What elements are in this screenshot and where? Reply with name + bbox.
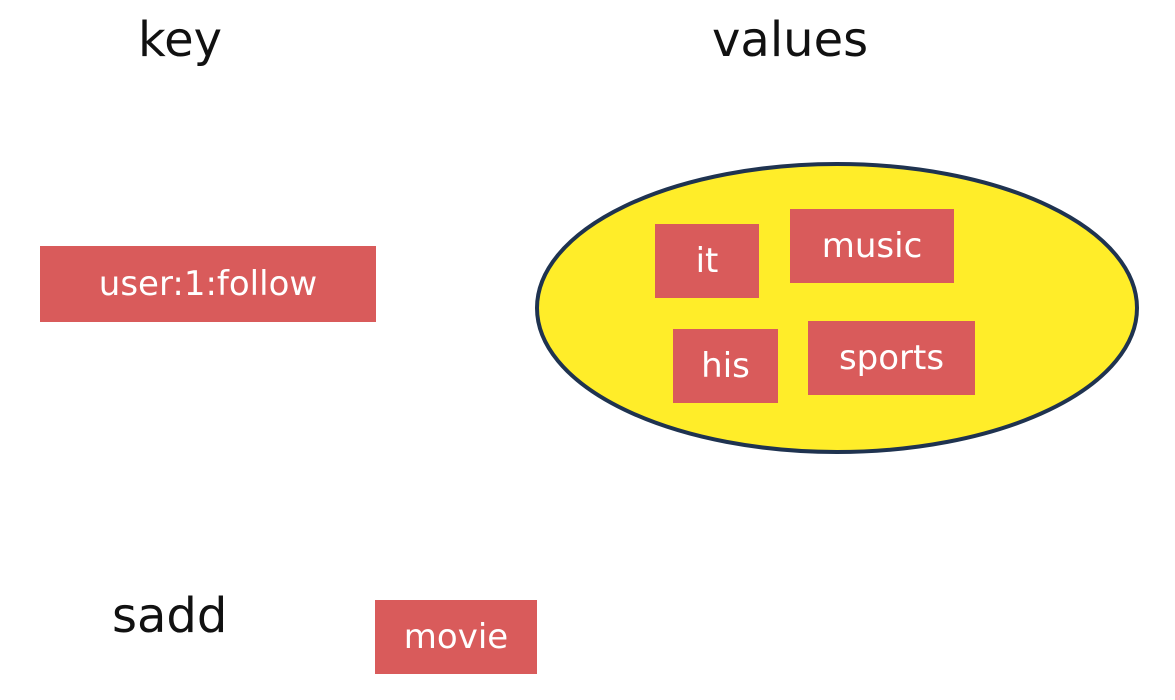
new-member-box: movie — [375, 600, 537, 674]
key-heading: key — [138, 12, 223, 68]
set-values-ellipse — [535, 162, 1139, 454]
values-heading: values — [712, 12, 869, 68]
set-member-sports: sports — [808, 321, 975, 395]
command-label: sadd — [112, 588, 228, 644]
set-member-it: it — [655, 224, 759, 298]
set-ellipse-shape — [535, 162, 1139, 454]
key-box: user:1:follow — [40, 246, 376, 322]
set-member-music: music — [790, 209, 954, 283]
set-member-his: his — [673, 329, 778, 403]
